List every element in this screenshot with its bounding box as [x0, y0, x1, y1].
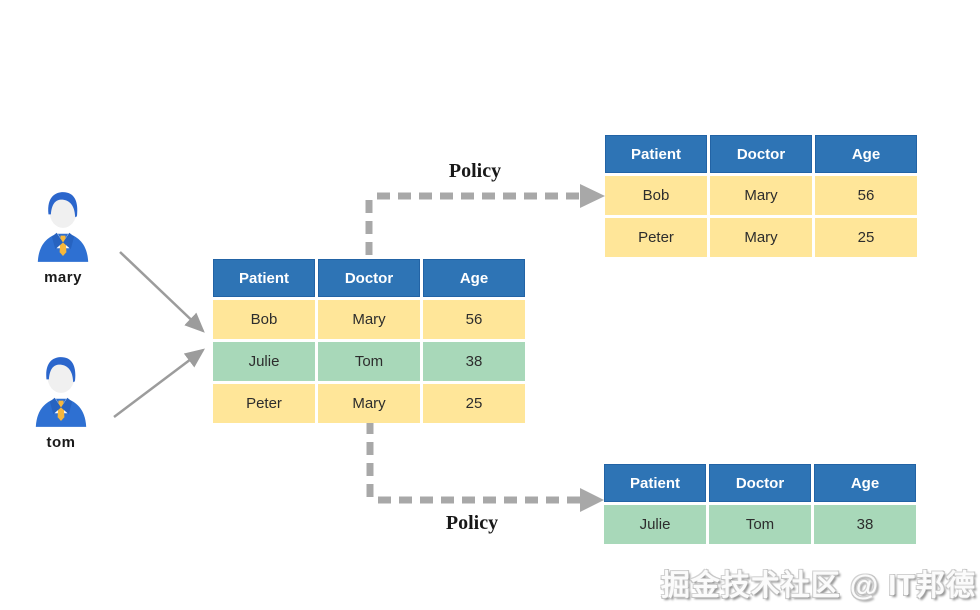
header-cell-doctor: Doctor — [709, 464, 811, 502]
header-cell-doctor: Doctor — [318, 259, 420, 297]
table-row: Julie Tom 38 — [213, 342, 525, 381]
cell-patient: Bob — [213, 300, 315, 339]
arrow-tom-to-table — [113, 348, 205, 418]
cell-doctor: Mary — [710, 218, 812, 257]
cell-doctor: Tom — [709, 505, 811, 544]
header-cell-patient: Patient — [604, 464, 706, 502]
table-header-row: Patient Doctor Age — [213, 259, 525, 297]
table-row: Bob Mary 56 — [605, 176, 917, 215]
cell-patient: Bob — [605, 176, 707, 215]
policy-arrow-top-icon — [365, 184, 605, 255]
cell-age: 38 — [423, 342, 525, 381]
header-cell-age: Age — [814, 464, 916, 502]
policy-result-table-bottom: Patient Doctor Age Julie Tom 38 — [601, 461, 919, 547]
header-cell-doctor: Doctor — [710, 135, 812, 173]
user-mary: mary — [26, 188, 100, 286]
header-cell-age: Age — [815, 135, 917, 173]
cell-patient: Peter — [605, 218, 707, 257]
cell-age: 25 — [815, 218, 917, 257]
table-row: Peter Mary 25 — [213, 384, 525, 423]
policy-result-table-top: Patient Doctor Age Bob Mary 56 Peter Mar… — [602, 132, 920, 260]
cell-doctor: Mary — [318, 384, 420, 423]
user-tom: tom — [24, 353, 98, 451]
cell-age: 56 — [423, 300, 525, 339]
header-cell-age: Age — [423, 259, 525, 297]
user-avatar-icon — [35, 357, 87, 427]
table-header-row: Patient Doctor Age — [605, 135, 917, 173]
user-tom-label: tom — [46, 434, 76, 451]
arrow-mary-to-table — [119, 251, 205, 333]
table-row: Julie Tom 38 — [604, 505, 916, 544]
watermark-text: 掘金技术社区 @ IT邦德 — [660, 570, 976, 602]
table-header-row: Patient Doctor Age — [604, 464, 916, 502]
table-row: Peter Mary 25 — [605, 218, 917, 257]
cell-age: 25 — [423, 384, 525, 423]
cell-age: 56 — [815, 176, 917, 215]
cell-doctor: Tom — [318, 342, 420, 381]
header-cell-patient: Patient — [213, 259, 315, 297]
cell-age: 38 — [814, 505, 916, 544]
user-mary-label: mary — [44, 269, 82, 286]
cell-doctor: Mary — [710, 176, 812, 215]
user-avatar-icon — [37, 192, 89, 262]
center-table: Patient Doctor Age Bob Mary 56 Julie Tom… — [210, 256, 528, 426]
policy-arrow-bottom-icon — [366, 421, 604, 512]
cell-doctor: Mary — [318, 300, 420, 339]
policy-label-top: Policy — [448, 160, 502, 182]
header-cell-patient: Patient — [605, 135, 707, 173]
cell-patient: Julie — [213, 342, 315, 381]
cell-patient: Peter — [213, 384, 315, 423]
table-row: Bob Mary 56 — [213, 300, 525, 339]
cell-patient: Julie — [604, 505, 706, 544]
policy-label-bottom: Policy — [445, 512, 499, 534]
